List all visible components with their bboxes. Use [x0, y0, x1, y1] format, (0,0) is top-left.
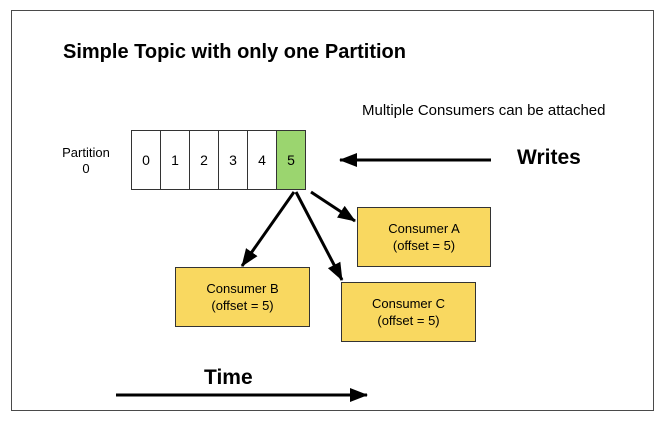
time-label: Time [204, 366, 253, 389]
partition-log: 0 1 2 3 4 5 [131, 130, 306, 190]
consumer-b-box: Consumer B (offset = 5) [175, 267, 310, 327]
consumer-a-name: Consumer A [388, 221, 460, 236]
consumer-c-box: Consumer C (offset = 5) [341, 282, 476, 342]
offset-cell-3: 3 [218, 130, 248, 190]
offset-cell-2: 2 [189, 130, 219, 190]
arrow-to-consumer-a [310, 190, 356, 223]
consumer-c-name: Consumer C [372, 296, 445, 311]
diagram-title: Simple Topic with only one Partition [63, 41, 406, 63]
consumer-b-offset: (offset = 5) [211, 298, 274, 313]
arrow-to-consumer-c [294, 191, 344, 281]
consumer-a-box: Consumer A (offset = 5) [357, 207, 491, 267]
consumer-b-name: Consumer B [206, 281, 279, 296]
partition-label: Partition 0 [56, 145, 116, 177]
partition-label-line2: 0 [82, 161, 90, 176]
diagram-subtitle: Multiple Consumers can be attached [362, 102, 606, 119]
offset-cell-5: 5 [276, 130, 306, 190]
consumer-a-offset: (offset = 5) [392, 238, 456, 253]
arrow-to-consumer-b [240, 191, 296, 267]
diagram-frame [11, 10, 654, 411]
consumer-c-offset: (offset = 5) [377, 313, 440, 328]
partition-label-line1: Partition [62, 145, 110, 160]
offset-cell-0: 0 [131, 130, 161, 190]
offset-cell-4: 4 [247, 130, 277, 190]
offset-cell-1: 1 [160, 130, 190, 190]
writes-label: Writes [517, 146, 581, 169]
